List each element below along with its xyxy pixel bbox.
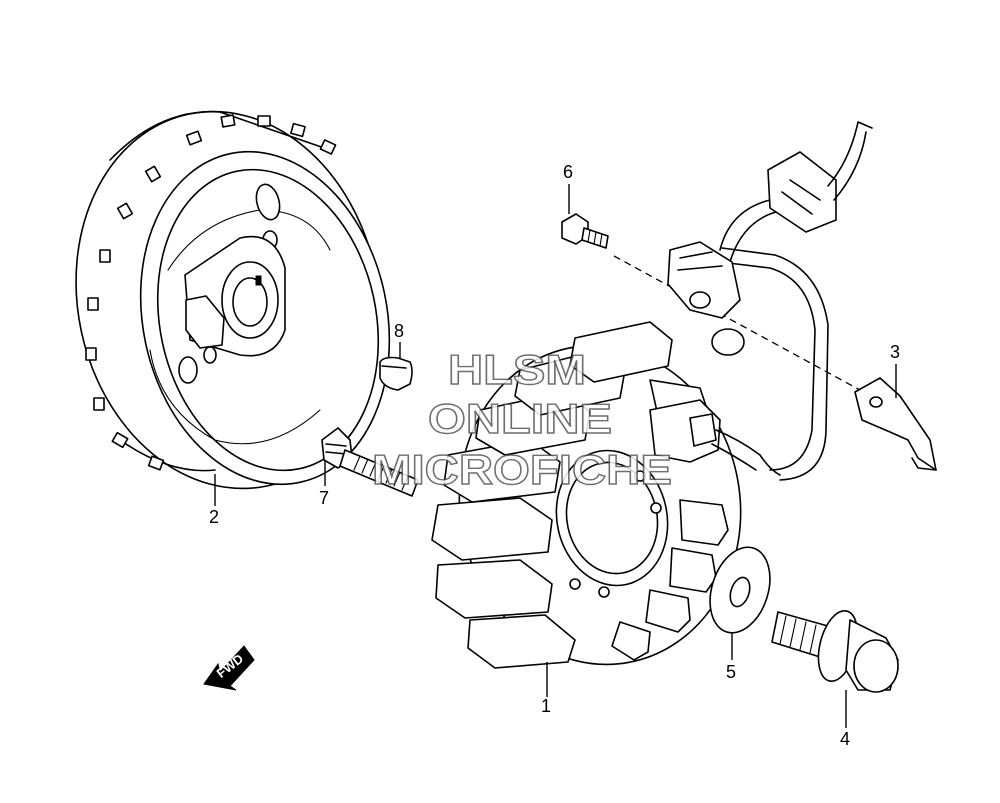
- callout-6: 6: [563, 162, 573, 182]
- callout-2: 2: [209, 507, 219, 527]
- callout-leaders: [214, 184, 897, 728]
- watermark: HLSM ONLINE MICROFICHE: [371, 345, 672, 493]
- rotor-flywheel[interactable]: [42, 83, 419, 517]
- rotor-bolt[interactable]: [771, 607, 899, 693]
- wire-harness: [667, 121, 873, 481]
- washer[interactable]: [700, 540, 780, 641]
- callout-4: 4: [840, 729, 850, 749]
- stator-bolt[interactable]: [321, 427, 419, 497]
- callout-1: 1: [541, 696, 551, 716]
- watermark-line2: ONLINE: [428, 395, 612, 442]
- fwd-direction-arrow: FWD: [203, 645, 255, 691]
- callout-7: 7: [319, 488, 329, 508]
- watermark-line3: MICROFICHE: [372, 446, 672, 493]
- callout-5: 5: [726, 662, 736, 682]
- callout-3: 3: [890, 342, 900, 362]
- watermark-line1: HLSM: [448, 346, 586, 393]
- alignment-line: [613, 255, 861, 391]
- stator-coil[interactable]: [431, 321, 781, 687]
- clamp-screw[interactable]: [561, 213, 609, 249]
- rotor-teeth: [85, 114, 337, 471]
- wire-clamp[interactable]: [854, 377, 937, 471]
- callout-8: 8: [394, 321, 404, 341]
- key-part[interactable]: [379, 356, 413, 391]
- callout-labels: 1 2 3 4 5 6 7 8: [209, 162, 900, 749]
